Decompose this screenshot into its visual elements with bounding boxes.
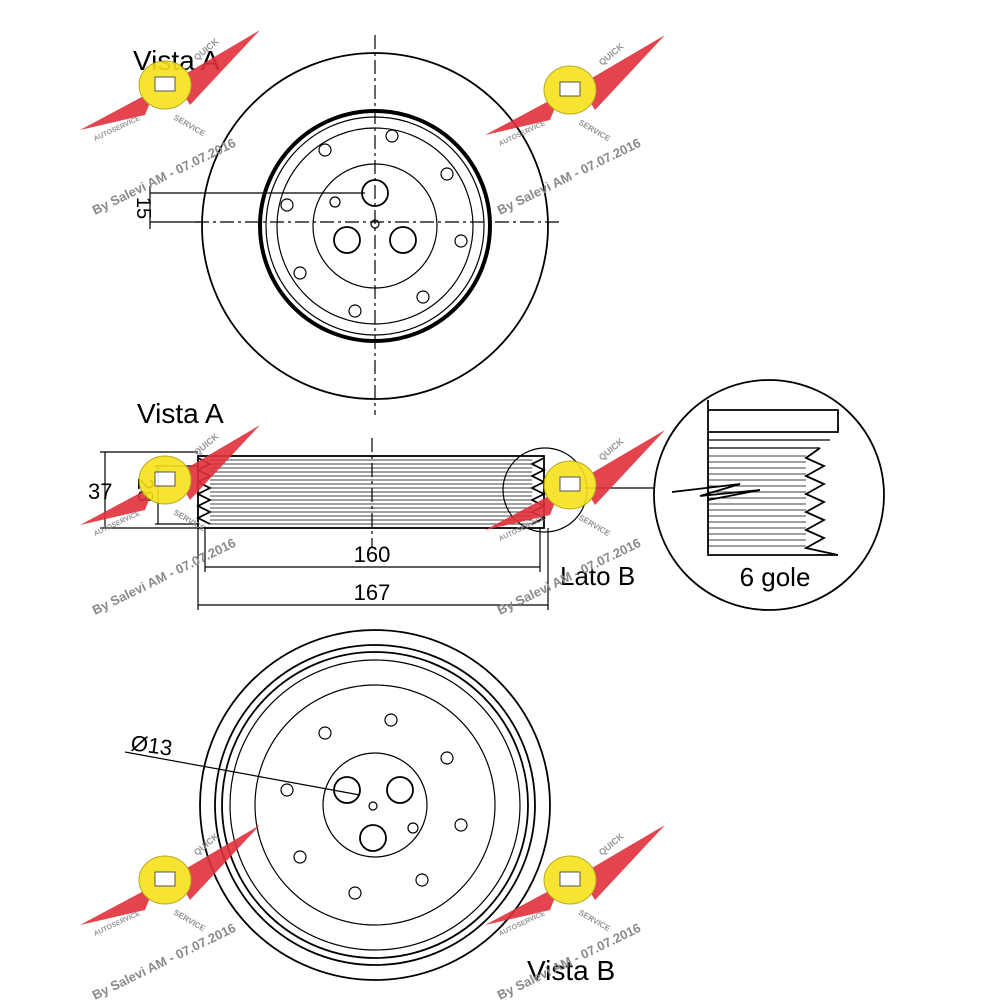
back-rim-3 [221,651,529,959]
damper-ring-inner [265,116,485,336]
height-outer-label: 37 [88,479,112,504]
back-inner-hub [322,752,428,858]
back-hole-left [333,776,361,804]
back-center-pin [368,801,378,811]
diameter-leader [124,751,361,796]
back-rim-2 [214,644,536,966]
front-view-a: 15 [132,35,560,415]
svg-text:SERVICE: SERVICE [577,908,612,934]
back-view-b: Ø13 [124,629,551,981]
back-rim-4 [229,659,521,951]
view-a-middle-label: Vista A [137,398,224,429]
watermark-text: By Salevi AM - 07.07.2016 [495,135,643,218]
back-hub [254,684,496,926]
detail-groove-profile [803,447,839,556]
detail-pointer [671,483,761,501]
detail-b-view: 6 gole [653,379,885,611]
back-hole-bottom [359,824,387,852]
watermark-text: By Salevi AM - 07.07.2016 [90,135,238,218]
view-b-label: Vista B [527,955,615,986]
svg-text:SERVICE: SERVICE [172,113,207,139]
offset-dim-label: 15 [132,197,154,219]
grooves-label: 6 gole [740,562,811,592]
diameter-label: Ø13 [129,730,174,761]
side-b-label: Lato B [560,561,635,591]
center-hole-right [389,226,417,254]
detail-b-enlarged [653,379,885,611]
width-outer-label: 167 [354,580,391,605]
small-hole [329,196,341,208]
svg-text:SERVICE: SERVICE [172,908,207,934]
back-outer-rim [199,629,551,981]
side-view: 37 28 160 167 Lato B [88,438,655,610]
back-hole-right [386,776,414,804]
watermark-text: By Salevi AM - 07.07.2016 [90,920,238,1000]
bolt-holes-top [280,129,468,318]
bolt-holes-bottom [280,713,468,900]
watermark-text: By Salevi AM - 07.07.2016 [495,920,643,1000]
pulley-body-side [197,455,545,529]
svg-text:SERVICE: SERVICE [577,513,612,539]
center-hole-left [333,226,361,254]
detail-hatch-lines [708,455,806,547]
width-inner-label: 160 [354,542,391,567]
groove-lines [210,459,532,525]
svg-text:SERVICE: SERVICE [577,118,612,144]
